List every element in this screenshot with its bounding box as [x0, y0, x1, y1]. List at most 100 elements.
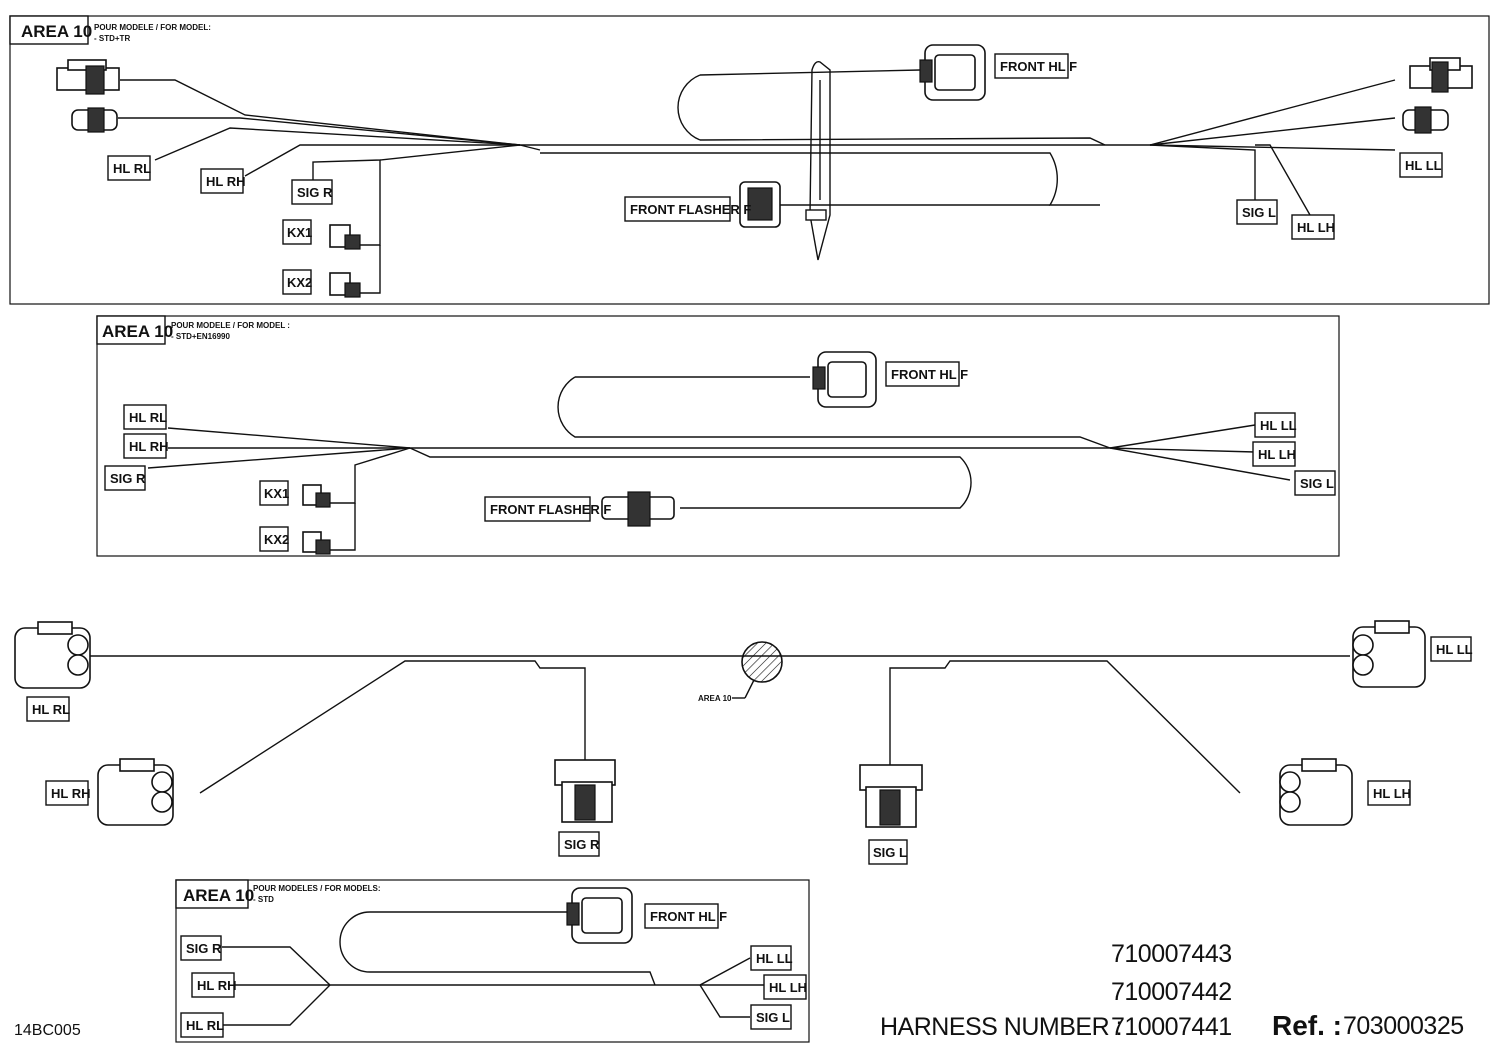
svg-text:HL RL: HL RL — [186, 1018, 224, 1033]
area-std-tr-kx1-terminal-icon — [329, 224, 361, 250]
area-std-en16990-front-hl-f-label: FRONT HL F — [885, 361, 968, 387]
svg-text:KX2: KX2 — [264, 532, 289, 547]
svg-text:HL RH: HL RH — [206, 174, 245, 189]
area-std-sig-l-label: SIG L — [750, 1004, 792, 1030]
svg-text:HL LH: HL LH — [769, 980, 807, 995]
svg-text:FRONT HL F: FRONT HL F — [891, 367, 968, 382]
area-std-tr-sig-l-label: SIG L — [1236, 199, 1278, 225]
svg-text:SIG R: SIG R — [110, 471, 146, 486]
area-std-tr-hl-lh-label: HL LH — [1291, 214, 1335, 240]
area-std-tr-front-hl-f-connector-icon — [919, 44, 986, 101]
svg-text:HL RH: HL RH — [197, 978, 236, 993]
area-std-en16990-model-variant: - STD+EN16990 — [171, 332, 230, 341]
svg-text:HL LH: HL LH — [1373, 786, 1411, 801]
area-std-hl-ll-label: HL LL — [750, 945, 793, 971]
ref-label: Ref. : — [1272, 1010, 1342, 1041]
harness-number-label: HARNESS NUMBER : — [880, 1013, 1123, 1041]
main-hl-rl-label: HL RL — [26, 696, 70, 722]
area-std-tr-title: AREA 10 — [21, 22, 92, 41]
area-std-en16990-kx2-label: KX2 — [259, 526, 289, 552]
main-hl-ll-connector-icon — [1352, 620, 1426, 688]
svg-text:HL LL: HL LL — [1405, 158, 1442, 173]
area-std-title: AREA 10 — [183, 886, 254, 905]
area-std-tr-front-flasher-f-label: FRONT FLASHER F — [624, 196, 751, 222]
area-std-tr-hl-rl-label: HL RL — [107, 155, 151, 181]
svg-text:HL LL: HL LL — [1260, 418, 1297, 433]
area-std-tr-kx1-label: KX1 — [282, 219, 312, 245]
area-std-hl-rl-label: HL RL — [180, 1012, 224, 1038]
area-std-en16990-panel: AREA 10 POUR MODELE / FOR MODEL : - STD+… — [96, 315, 1340, 557]
svg-text:FRONT HL F: FRONT HL F — [650, 909, 727, 924]
svg-text:HL LL: HL LL — [1436, 642, 1473, 657]
part-number-3: 710007441 — [1111, 1013, 1232, 1041]
area-std-en16990-hl-rh-label: HL RH — [123, 433, 168, 459]
area-std-en16990-sig-l-label: SIG L — [1294, 470, 1336, 496]
area-std-tr-sig-r-label: SIG R — [291, 179, 333, 205]
svg-text:FRONT FLASHER F: FRONT FLASHER F — [630, 202, 751, 217]
svg-text:FRONT FLASHER F: FRONT FLASHER F — [490, 502, 611, 517]
area-std-en16990-hl-ll-label: HL LL — [1254, 412, 1297, 438]
svg-text:KX1: KX1 — [264, 486, 289, 501]
main-hl-rl-connector-icon — [14, 621, 91, 689]
area-std-en16990-kx2-terminal-icon — [302, 531, 331, 555]
svg-text:HL LL: HL LL — [756, 951, 793, 966]
main-harness: AREA 10 — [14, 620, 1473, 865]
area-10-marker-icon — [741, 641, 783, 683]
area-std-model-note: POUR MODELES / FOR MODELS: — [253, 884, 381, 893]
area-std-tr-hl-rh-label: HL RH — [200, 168, 245, 194]
drawing-code: 14BC005 — [14, 1022, 81, 1039]
area-std-hl-rh-label: HL RH — [191, 972, 236, 998]
area-std-en16990-sig-r-label: SIG R — [104, 465, 146, 491]
area-std-front-hl-f-connector-icon — [566, 887, 633, 944]
area-std-en16990-front-flasher-f-label: FRONT FLASHER F — [484, 496, 611, 522]
area-std-model-variant: - STD — [253, 895, 274, 904]
svg-text:HL RH: HL RH — [51, 786, 90, 801]
svg-text:HL RL: HL RL — [129, 410, 167, 425]
svg-text:SIG R: SIG R — [297, 185, 333, 200]
part-number-2: 710007442 — [1111, 978, 1232, 1006]
svg-text:SIG R: SIG R — [186, 941, 222, 956]
area-std-front-hl-f-label: FRONT HL F — [644, 903, 727, 929]
main-hl-rh-connector-icon — [97, 758, 174, 826]
svg-text:HL RL: HL RL — [113, 161, 151, 176]
area-std-sig-r-label: SIG R — [180, 935, 222, 961]
area-std-tr-hl-rl-connector-icon — [56, 59, 120, 95]
main-sig-r-connector-icon — [554, 759, 616, 823]
svg-text:SIG L: SIG L — [756, 1010, 790, 1025]
svg-text:KX1: KX1 — [287, 225, 312, 240]
area-10-marker-label: AREA 10 — [698, 694, 732, 703]
area-std-tr-kx2-terminal-icon — [329, 272, 361, 298]
area-std-tr-front-flasher-f-connector-icon — [739, 181, 781, 228]
svg-text:SIG L: SIG L — [873, 845, 907, 860]
area-std-en16990-kx1-label: KX1 — [259, 480, 289, 506]
area-std-tr-hl-rh-connector-icon — [71, 107, 118, 133]
area-std-hl-lh-label: HL LH — [763, 974, 807, 1000]
area-std-tr-model-variant: - STD+TR — [94, 34, 130, 43]
area-std-en16990-front-flasher-f-connector-icon — [601, 491, 675, 527]
svg-text:SIG R: SIG R — [564, 837, 600, 852]
main-sig-l-connector-icon — [859, 764, 923, 828]
area-std-en16990-front-hl-f-connector-icon — [812, 351, 877, 408]
area-std-en16990-model-note: POUR MODELE / FOR MODEL : — [171, 321, 290, 330]
main-hl-ll-label: HL LL — [1430, 636, 1473, 662]
svg-text:HL LH: HL LH — [1297, 220, 1335, 235]
part-number-1: 710007443 — [1111, 940, 1232, 968]
svg-text:HL LH: HL LH — [1258, 447, 1296, 462]
area-std-tr-hl-ll-label: HL LL — [1399, 152, 1443, 178]
main-hl-lh-connector-icon — [1279, 758, 1353, 826]
area-std-tr-panel: AREA 10 POUR MODELE / FOR MODEL: - STD+T… — [9, 15, 1490, 305]
area-std-panel: AREA 10 POUR MODELES / FOR MODELS: - STD… — [175, 879, 810, 1043]
area-std-tr-front-hl-f-label: FRONT HL F — [994, 53, 1077, 79]
area-std-en16990-hl-lh-label: HL LH — [1252, 441, 1296, 467]
area-std-en16990-hl-rl-label: HL RL — [123, 404, 167, 430]
svg-text:HL RL: HL RL — [32, 702, 70, 717]
svg-text:KX2: KX2 — [287, 275, 312, 290]
svg-text:SIG L: SIG L — [1242, 205, 1276, 220]
main-sig-r-label: SIG R — [558, 831, 600, 857]
area-std-en16990-kx1-terminal-icon — [302, 484, 331, 508]
area-std-en16990-title: AREA 10 — [102, 322, 173, 341]
main-hl-rh-label: HL RH — [45, 780, 90, 806]
area-std-tr-hl-ll-connector-icon — [1409, 57, 1473, 93]
svg-text:FRONT HL F: FRONT HL F — [1000, 59, 1077, 74]
